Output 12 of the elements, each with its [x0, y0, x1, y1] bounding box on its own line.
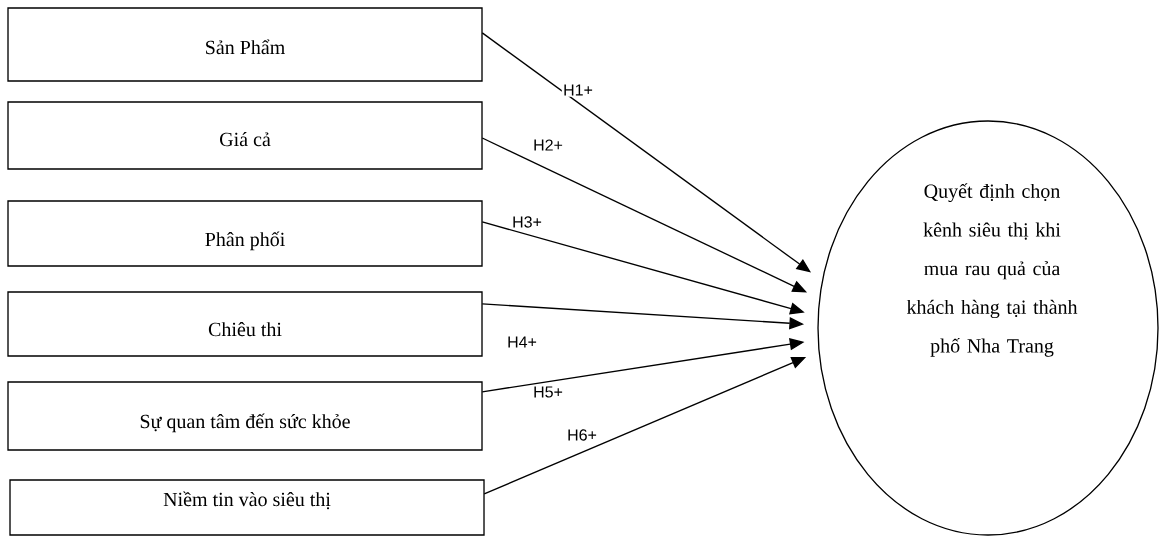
- edge-label: H2+: [531, 138, 565, 152]
- factor-box: Sản Phẩm: [7, 7, 483, 82]
- factor-box: Giá cả: [7, 101, 483, 170]
- edge-label: H5+: [531, 385, 565, 399]
- edge-label: H6+: [565, 428, 599, 442]
- edge-label: H1+: [561, 83, 595, 97]
- edge-label: H4+: [505, 335, 539, 349]
- factor-box: Sự quan tâm đến sức khỏe: [7, 381, 483, 451]
- factor-box: Chiêu thi: [7, 291, 483, 357]
- factor-box: Phân phối: [7, 200, 483, 267]
- edge-label: H3+: [510, 215, 544, 229]
- factor-box: Niềm tin vào siêu thị: [9, 479, 485, 536]
